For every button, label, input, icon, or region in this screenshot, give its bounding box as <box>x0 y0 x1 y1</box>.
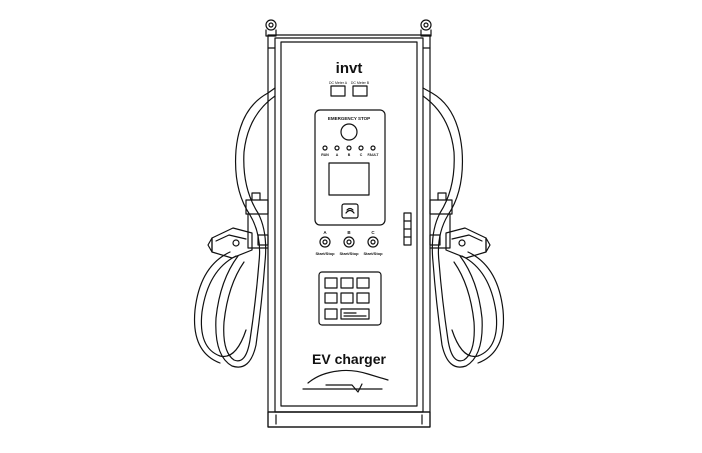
rfid-reader[interactable] <box>341 203 359 219</box>
meter-window-b <box>352 85 368 97</box>
display-panel <box>314 109 386 226</box>
cabinet-frame <box>267 34 431 428</box>
gun-label-group: A B C <box>323 230 375 235</box>
meter-label-a: DC Meter A <box>329 81 348 85</box>
indicator-lights <box>322 145 376 151</box>
right-cable <box>422 87 505 368</box>
emergency-stop-label: EMERGENCY STOP <box>328 116 370 121</box>
emergency-stop-button[interactable] <box>340 123 358 141</box>
left-cable <box>193 87 276 368</box>
indicator-label-a: A <box>336 153 339 157</box>
meter-label-b: DC Meter B <box>351 81 370 85</box>
left-gun-holster[interactable] <box>207 192 269 259</box>
product-title: EV charger <box>312 351 386 367</box>
start-stop-label-b: Start/Stop <box>339 251 359 256</box>
gun-buttons[interactable] <box>319 236 379 248</box>
indicator-label-fault: FAULT <box>367 153 379 157</box>
start-stop-label-a: Start/Stop <box>315 251 335 256</box>
gun-label-b: B <box>347 230 351 235</box>
meter-window-a <box>330 85 346 97</box>
indicator-label-b: B <box>348 153 351 157</box>
right-gun-holster[interactable] <box>429 192 491 259</box>
gun-button-label-group: Start/Stop Start/Stop Start/Stop <box>315 251 383 256</box>
touch-screen[interactable] <box>328 162 370 196</box>
gun-label-c: C <box>371 230 375 235</box>
indicator-label-run: RUN <box>321 153 329 157</box>
start-stop-label-c: Start/Stop <box>363 251 383 256</box>
lifting-eye-right <box>420 19 432 37</box>
gun-label-a: A <box>323 230 327 235</box>
instruction-sticker <box>318 271 382 326</box>
brand-logo: invt <box>336 60 363 77</box>
lifting-eye-left <box>265 19 277 37</box>
indicator-label-group: RUN A B C FAULT <box>321 153 379 157</box>
car-sketch <box>302 369 389 393</box>
indicator-label-c: C <box>360 153 363 157</box>
